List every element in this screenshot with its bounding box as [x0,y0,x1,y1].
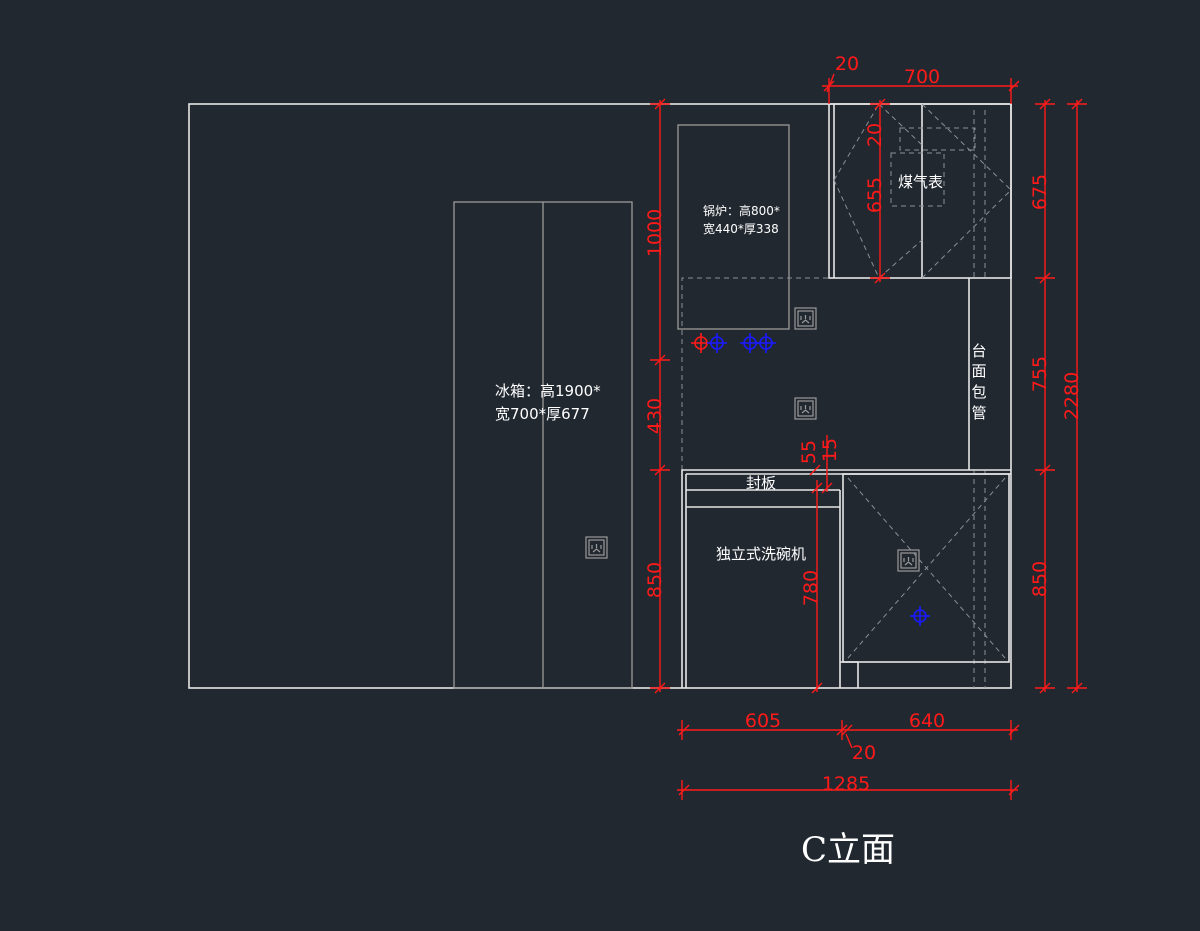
dishwasher-label: 独立式洗碗机 [716,545,806,563]
dim-850-left: 850 [644,562,666,598]
dim-15: 15 [819,438,841,462]
cold-water-icon [707,333,727,353]
dim-20-top: 20 [835,53,859,75]
dim-2280: 2280 [1061,372,1083,420]
pipe-casing-label-1: 台 [971,342,986,360]
dim-55: 55 [798,440,820,464]
fridge-label-line1: 冰箱：高1900* [495,382,601,400]
cold-water-icon [910,606,930,626]
cold-water-icon [756,333,776,353]
seal-board-label: 封板 [746,474,776,492]
pipe-casing-label-3: 包 [971,383,986,401]
drawing-title: C立面 [801,830,895,870]
dim-430: 430 [644,398,666,434]
dim-20-bottom: 20 [852,742,876,764]
socket-icon [585,536,608,559]
dim-780: 780 [800,570,822,606]
fridge-label-line2: 宽700*厚677 [495,405,590,423]
lower-cabinets: 封板 独立式洗碗机 [681,469,1011,688]
dim-640: 640 [909,710,945,732]
boiler: 锅炉：高800* 宽440*厚338 [677,124,790,330]
dim-20-vertical: 20 [864,123,886,147]
hidden-lines [681,277,830,470]
dim-700: 700 [904,66,940,88]
dim-675: 675 [1029,174,1051,210]
dimensions: 1000 430 850 700 20 20 655 675 755 850 2… [644,53,1087,800]
gas-meter-label: 煤气表 [898,173,943,191]
socket-icon [897,549,920,572]
boiler-label-line1: 锅炉：高800* [703,203,780,218]
pipe-casing-label-2: 面 [971,362,986,380]
boiler-label-line2: 宽440*厚338 [703,221,779,236]
refrigerator: 冰箱：高1900* 宽700*厚677 [453,201,633,689]
dim-1000: 1000 [644,209,666,257]
dim-655: 655 [864,177,886,213]
dim-850-right: 850 [1029,561,1051,597]
dim-1285: 1285 [822,773,870,795]
socket-icon [794,307,817,330]
pipe-casing: 台 面 包 管 [968,278,987,688]
pipe-casing-label-4: 管 [971,404,986,422]
upper-cabinet: 煤气表 [828,103,1012,279]
socket-icon [794,397,817,420]
dim-755: 755 [1029,356,1051,392]
dim-605: 605 [745,710,781,732]
